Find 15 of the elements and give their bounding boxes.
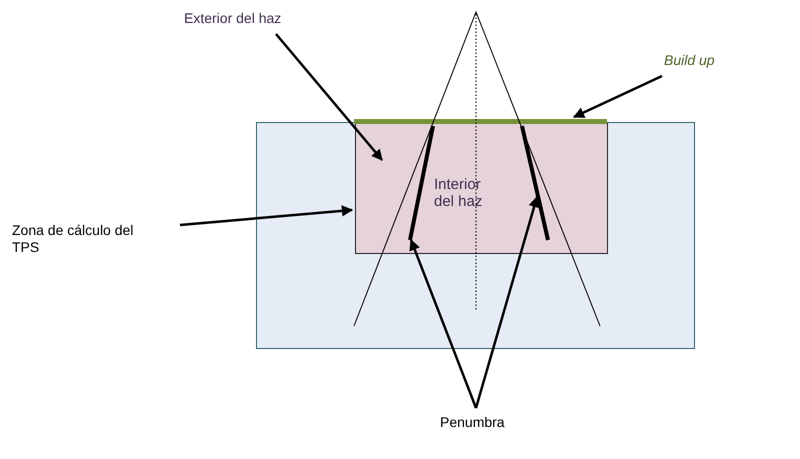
callout-text: Build up bbox=[664, 52, 715, 70]
arrow bbox=[409, 238, 478, 408]
calculation-zone-box bbox=[256, 122, 695, 349]
arrow bbox=[572, 74, 663, 118]
beam-interior-label: Interior del haz bbox=[434, 176, 484, 210]
arrow bbox=[474, 196, 540, 408]
penumbra-line bbox=[406, 125, 436, 241]
callout-text: Zona de cálculo del TPS bbox=[12, 222, 147, 257]
arrow bbox=[275, 33, 383, 161]
build-up-bar bbox=[354, 119, 607, 124]
arrow bbox=[180, 205, 354, 226]
beam-field-box bbox=[355, 123, 608, 254]
callout-text: Penumbra bbox=[440, 414, 505, 432]
penumbra-line bbox=[518, 125, 552, 241]
callout-text: Exterior del haz bbox=[184, 10, 282, 28]
